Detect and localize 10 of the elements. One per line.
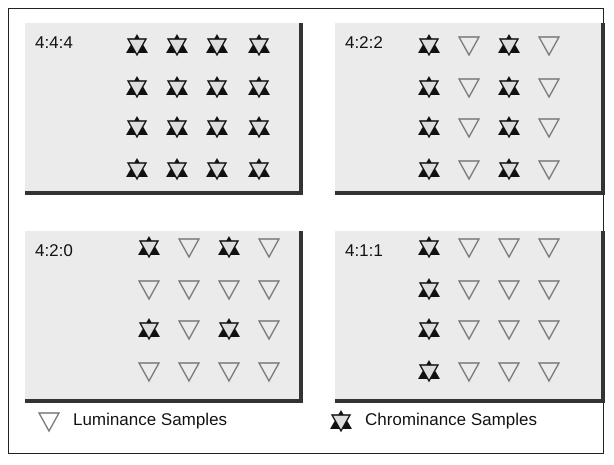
sampling-panel: [335, 231, 605, 403]
legend-label: Chrominance Samples: [365, 410, 537, 430]
sampling-panel: [25, 23, 303, 195]
legend-label: Luminance Samples: [73, 410, 228, 430]
format-label: 4:2:2: [345, 33, 383, 53]
sampling-panel: [335, 23, 605, 195]
sampling-panel: [25, 231, 303, 403]
format-label: 4:2:0: [35, 241, 73, 261]
format-label: 4:1:1: [345, 241, 383, 261]
format-label: 4:4:4: [35, 33, 73, 53]
